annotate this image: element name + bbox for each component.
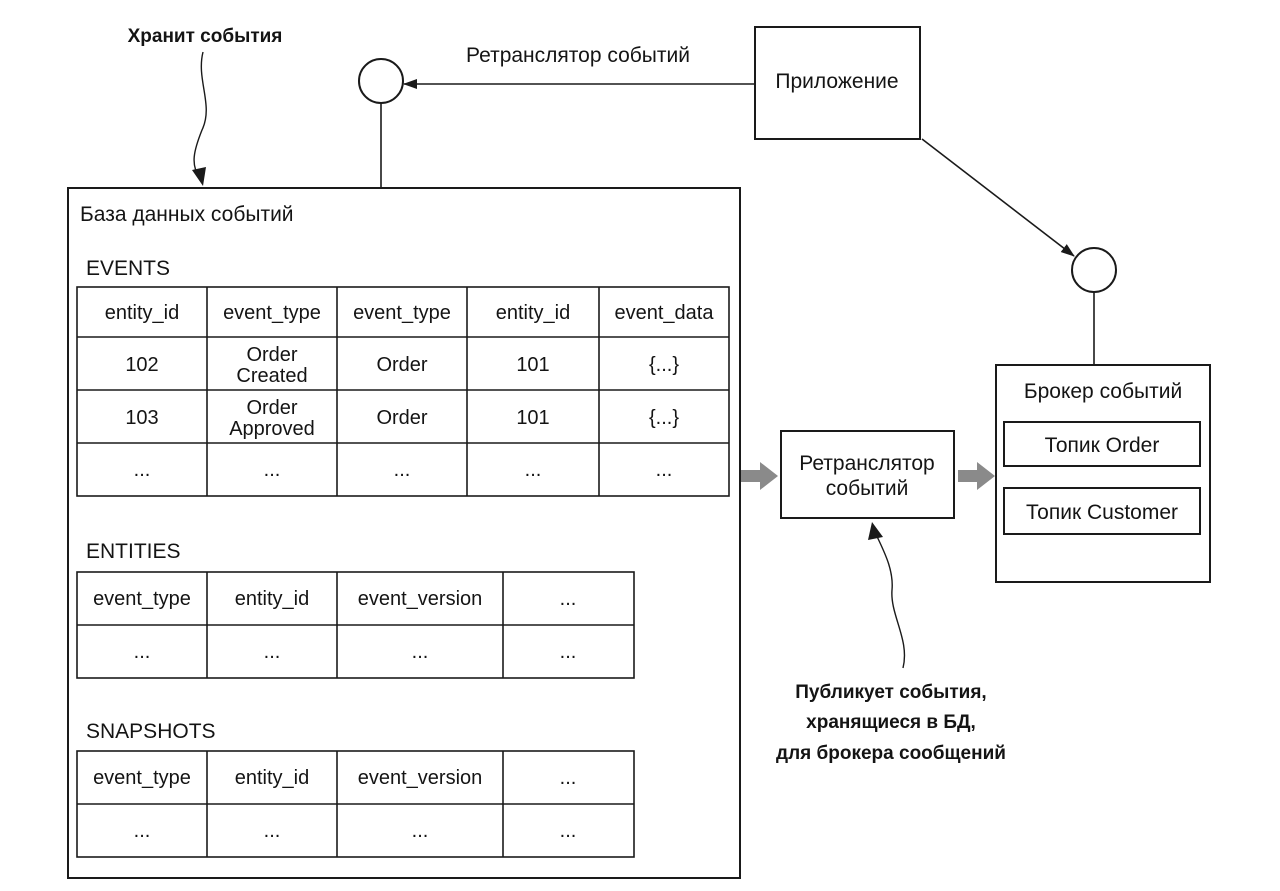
table-cell: ... (412, 820, 429, 842)
application-label: Приложение (775, 70, 898, 93)
table-cell: Order (246, 397, 297, 419)
topic-customer-label: Топик Customer (1026, 501, 1178, 524)
table-cell: Order (376, 354, 427, 376)
topic-customer-box (1003, 487, 1201, 535)
table-header-cell: entity_id (235, 767, 310, 789)
annotation-publishes-line-2: хранящиеся в БД, (806, 712, 976, 733)
annotation-publishes-pointer (874, 531, 906, 669)
relay-arrow-label: Ретранслятор событий (466, 44, 690, 67)
table-header-cell: ... (560, 767, 577, 789)
table-cell: Order (376, 407, 427, 429)
table-header-cell: entity_id (496, 302, 571, 324)
table-cell: {...} (649, 354, 679, 376)
event-broker-title: Брокер событий (1024, 380, 1182, 403)
table-header-cell: event_type (353, 302, 451, 324)
table-header-cell: event_version (358, 767, 483, 789)
entities-table-label: ENTITIES (86, 540, 181, 563)
table-cell: ... (525, 459, 542, 481)
table-header-cell: event_type (223, 302, 321, 324)
annotation-publishes-pointer-head (868, 522, 883, 540)
table-cell: ... (264, 459, 281, 481)
table-cell: ... (134, 459, 151, 481)
event-broker-box (995, 364, 1211, 583)
table-cell: Approved (229, 418, 315, 440)
table-cell: ... (264, 641, 281, 663)
annotation-stores-events-pointer (193, 51, 207, 179)
snapshots-table-label: SNAPSHOTS (86, 720, 216, 743)
table-header-cell: ... (560, 588, 577, 610)
annotation-publishes-line-1: Публикует события, (795, 682, 986, 703)
table-cell: Order (246, 344, 297, 366)
table-cell: Created (236, 365, 307, 387)
table-header-cell: event_version (358, 588, 483, 610)
table-cell: ... (394, 459, 411, 481)
annotation-stores-events: Хранит события (128, 26, 283, 47)
broker-port-circle (1071, 247, 1117, 293)
table-header-cell: event_type (93, 588, 191, 610)
relay-label-line-1: Ретранслятор (799, 452, 935, 475)
events-table: entity_id event_type event_type entity_id ev… (76, 286, 730, 497)
relay-box (780, 430, 955, 519)
db-port-circle (358, 58, 404, 104)
event-database-title: База данных событий (80, 203, 294, 226)
table-header-cell: entity_id (235, 588, 310, 610)
table-cell: ... (412, 641, 429, 663)
application-to-broker-arrow (921, 138, 1075, 257)
annotation-stores-events-pointer-head (192, 167, 206, 186)
relay-label-line-2: событий (826, 477, 909, 500)
table-cell: {...} (649, 407, 679, 429)
entities-table: event_type entity_id event_version........… (76, 571, 635, 679)
application-box (754, 26, 921, 140)
table-cell: 103 (125, 407, 158, 429)
table-cell: ... (134, 641, 151, 663)
table-header-cell: entity_id (105, 302, 180, 324)
table-cell: ... (560, 820, 577, 842)
topic-order-box (1003, 421, 1201, 467)
topic-order-label: Топик Order (1045, 434, 1160, 457)
relay-to-broker-arrow (958, 462, 995, 490)
table-cell: ... (656, 459, 673, 481)
table-header-cell: event_data (615, 302, 715, 324)
table-cell: 101 (516, 407, 549, 429)
table-header-cell: event_type (93, 767, 191, 789)
events-table-label: EVENTS (86, 257, 170, 280)
table-cell: 101 (516, 354, 549, 376)
snapshots-table: event_type entity_id event_version........… (76, 750, 635, 858)
table-cell: ... (560, 641, 577, 663)
table-cell: ... (134, 820, 151, 842)
event-database-box (67, 187, 741, 879)
table-cell: 102 (125, 354, 158, 376)
annotation-publishes-line-3: для брокера сообщений (776, 743, 1006, 764)
table-cell: ... (264, 820, 281, 842)
db-to-relay-arrow (741, 462, 778, 490)
